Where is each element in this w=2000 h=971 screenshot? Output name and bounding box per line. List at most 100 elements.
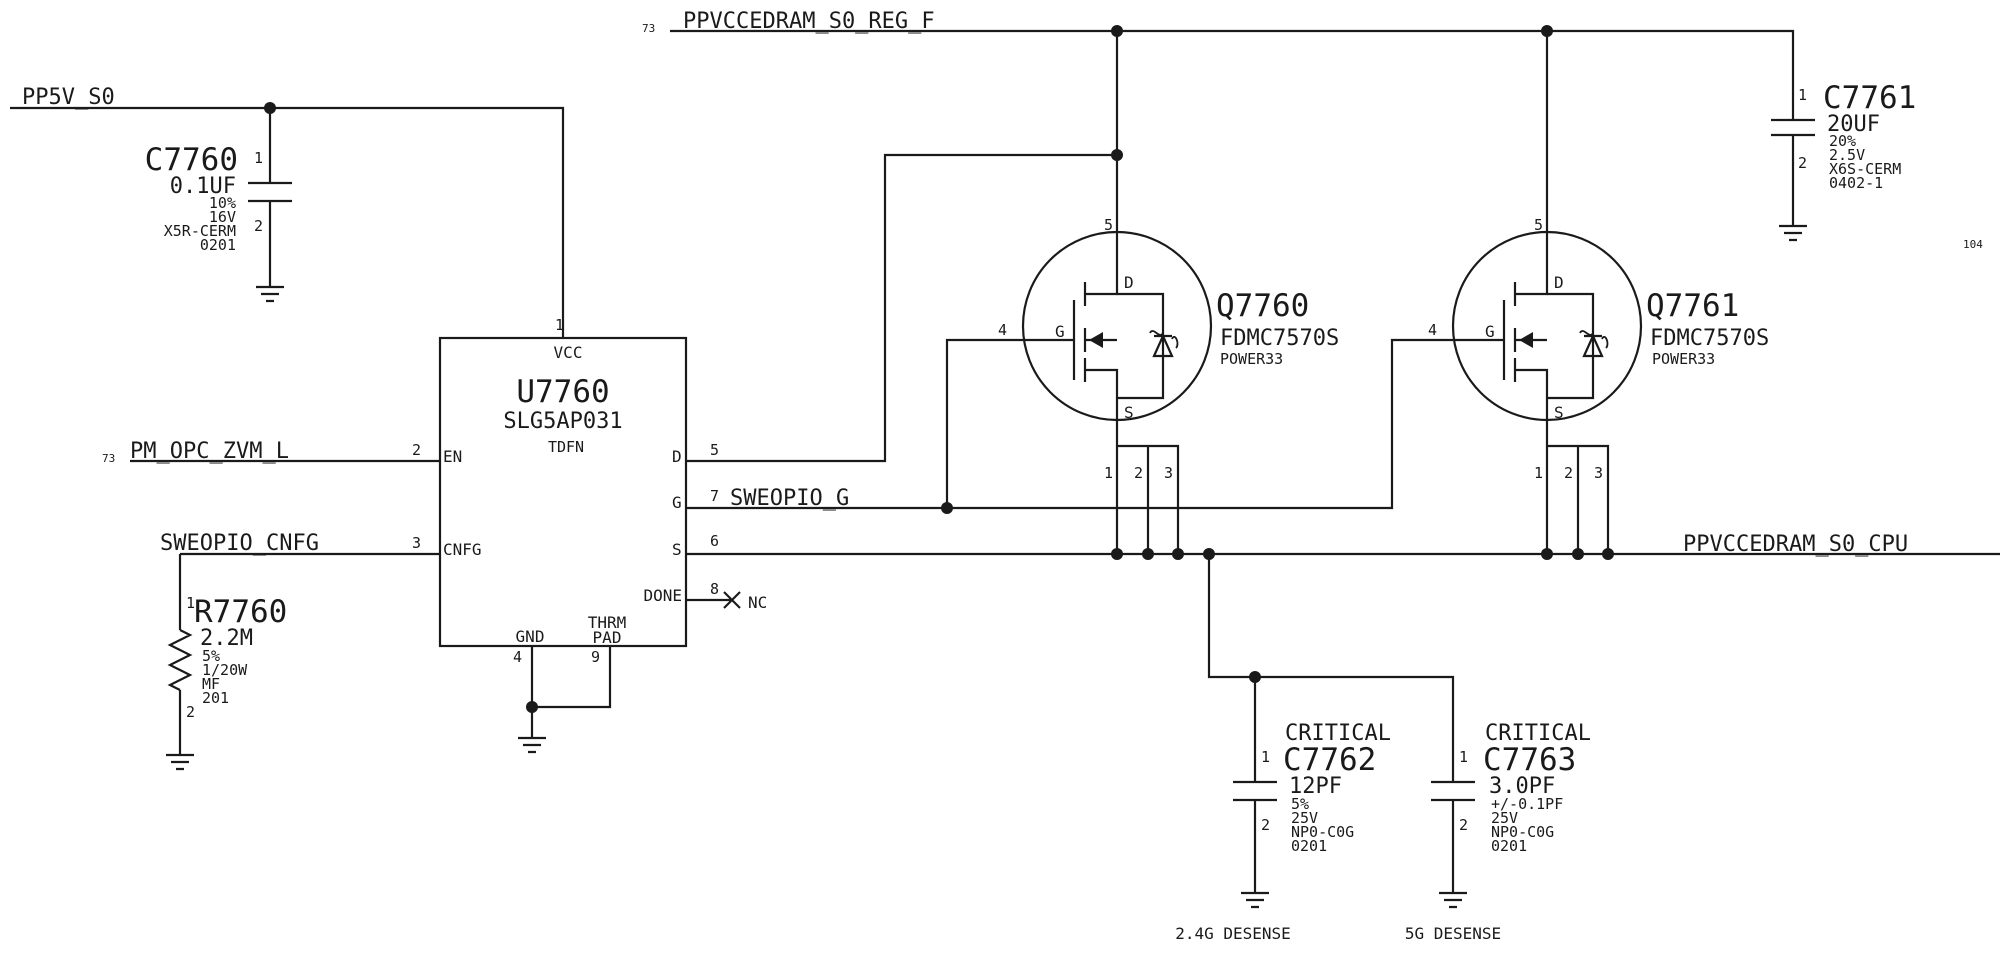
- r7760-value: 2.2M: [200, 626, 253, 651]
- q7761-pin3: 3: [1594, 464, 1603, 482]
- ground-icon: [256, 285, 284, 303]
- q7761-package: POWER33: [1652, 350, 1715, 368]
- c7760-value: 0.1UF: [170, 174, 236, 199]
- r7760-ref: R7760: [194, 594, 287, 630]
- u7760-body: [438, 336, 688, 648]
- q7761-body: [1451, 230, 1643, 422]
- c7760-size: 0201: [200, 236, 236, 254]
- c7763-value: 3.0PF: [1489, 774, 1555, 799]
- c7761-dielectric: X6S-CERM: [1829, 160, 1901, 178]
- ground-icon: [1779, 224, 1807, 242]
- net-pp5v-s0: PP5V_S0: [22, 85, 115, 110]
- c7760-capacitor: 1 2 C7760 0.1UF 10% 16V X5R-CERM 0201: [145, 142, 292, 254]
- q7760-package: POWER33: [1220, 350, 1283, 368]
- c7762-dielectric: NP0-C0G: [1291, 823, 1354, 841]
- c7763-dielectric: NP0-C0G: [1491, 823, 1554, 841]
- c7761-capacitor: 1 2 C7761 20UF 20% 2.5V X6S-CERM 0402-1: [1771, 80, 1916, 192]
- u7760-pin-vcc: VCC: [554, 343, 583, 362]
- u7760-pin-d: D: [672, 447, 682, 466]
- c7763-capacitor: 1 2 CRITICAL C7763 3.0PF +/-0.1PF 25V NP…: [1405, 721, 1591, 943]
- q7760-pin2: 2: [1134, 464, 1143, 482]
- q7761-pin-d: D: [1554, 273, 1564, 292]
- u7760-pin-done: DONE: [643, 586, 682, 605]
- q7760-mosfet: D G S 5 4 1 2 3 Q7760 FDMC7570S POWER33: [998, 216, 1339, 482]
- c7763-desense-note: 5G DESENSE: [1405, 924, 1501, 943]
- q7760-pin3: 3: [1164, 464, 1173, 482]
- ground-icon: [1439, 891, 1467, 909]
- c7761-pin2: 2: [1798, 154, 1807, 172]
- c7762-desense-note: 2.4G DESENSE: [1175, 924, 1291, 943]
- u7760-pin-gnd: GND: [516, 627, 545, 646]
- q7760-pin-s: S: [1124, 403, 1134, 422]
- q7761-pin4: 4: [1428, 321, 1437, 339]
- u7760-pin-en: EN: [443, 447, 462, 466]
- q7761-pin2: 2: [1564, 464, 1573, 482]
- no-connect-label: NC: [748, 593, 767, 612]
- net-ppvccedram-reg-f: PPVCCEDRAM_S0_REG_F: [683, 9, 935, 34]
- u7760-pin-num: 2: [412, 441, 421, 459]
- q7761-pin5: 5: [1534, 216, 1543, 234]
- ground-icon: [1241, 891, 1269, 909]
- u7760-pin-thrm: THRM: [588, 613, 627, 632]
- u7760-pin-num: 9: [591, 648, 600, 666]
- r7760-power: 1/20W: [202, 661, 248, 679]
- c7763-ref: C7763: [1483, 742, 1576, 778]
- u7760-ref: U7760: [516, 374, 609, 410]
- c7760-tolerance: 10%: [209, 194, 236, 212]
- q7760-pin4: 4: [998, 321, 1007, 339]
- u7760-pin-s: S: [672, 540, 682, 559]
- r7760-tolerance: 5%: [202, 647, 220, 665]
- u7760-pin-cnfg: CNFG: [443, 540, 482, 559]
- u7760-pin-pad: PAD: [593, 628, 622, 647]
- ground-icon: [518, 736, 546, 754]
- net-sweopio-g: SWEOPIO_G: [730, 486, 849, 511]
- c7762-value: 12PF: [1289, 774, 1342, 799]
- u7760-pin-num: 6: [710, 532, 719, 550]
- r7760-pin2: 2: [186, 703, 195, 721]
- c7762-pin1: 1: [1261, 748, 1270, 766]
- c7762-capacitor: 1 2 CRITICAL C7762 12PF 5% 25V NP0-C0G 0…: [1175, 721, 1391, 943]
- q7761-pin1: 1: [1534, 464, 1543, 482]
- c7761-value: 20UF: [1827, 112, 1880, 137]
- net-sweopio-cnfg: SWEOPIO_CNFG: [160, 531, 319, 556]
- q7760-pin5: 5: [1104, 216, 1113, 234]
- c7763-voltage: 25V: [1491, 809, 1518, 827]
- u7760-pin-num: 5: [710, 441, 719, 459]
- u7760-pin-num: 3: [412, 534, 421, 552]
- c7762-size: 0201: [1291, 837, 1327, 855]
- page-ref-reg-f: 73: [642, 22, 655, 35]
- wires: [10, 29, 2000, 893]
- u7760-pin-num: 1: [555, 316, 564, 334]
- q7761-pin-s: S: [1554, 403, 1564, 422]
- junctions: [264, 25, 1614, 713]
- q7760-part: FDMC7570S: [1220, 326, 1339, 351]
- u7760-pin-num: 4: [513, 648, 522, 666]
- r7760-size: 201: [202, 689, 229, 707]
- u7760-package: TDFN: [548, 438, 584, 456]
- c7763-pin2: 2: [1459, 816, 1468, 834]
- q7761-pin-g: G: [1485, 322, 1495, 341]
- q7760-body: [1021, 230, 1213, 422]
- c7760-voltage: 16V: [209, 208, 236, 226]
- c7760-pin2: 2: [254, 217, 263, 235]
- q7760-pin-d: D: [1124, 273, 1134, 292]
- c7761-size: 0402-1: [1829, 174, 1883, 192]
- c7762-voltage: 25V: [1291, 809, 1318, 827]
- c7761-voltage: 2.5V: [1829, 146, 1865, 164]
- c7760-pin1: 1: [254, 149, 263, 167]
- u7760-ic: U7760 SLG5AP031 TDFN VCC EN CNFG D G S D…: [412, 316, 719, 666]
- c7761-tolerance: 20%: [1829, 132, 1856, 150]
- u7760-part: SLG5AP031: [503, 409, 622, 434]
- q7761-ref: Q7761: [1646, 288, 1739, 324]
- c7760-ref: C7760: [145, 142, 238, 178]
- c7761-pin1: 1: [1798, 86, 1807, 104]
- u7760-pin-num: 7: [710, 487, 719, 505]
- r7760-resistor: 1 2 R7760 2.2M 5% 1/20W MF 201: [167, 594, 287, 721]
- c7763-critical: CRITICAL: [1485, 721, 1591, 746]
- ground-symbols: [166, 224, 1807, 909]
- u7760-pin-num: 8: [710, 580, 719, 598]
- c7762-tolerance: 5%: [1291, 795, 1309, 813]
- c7763-size: 0201: [1491, 837, 1527, 855]
- r7760-type: MF: [202, 675, 220, 693]
